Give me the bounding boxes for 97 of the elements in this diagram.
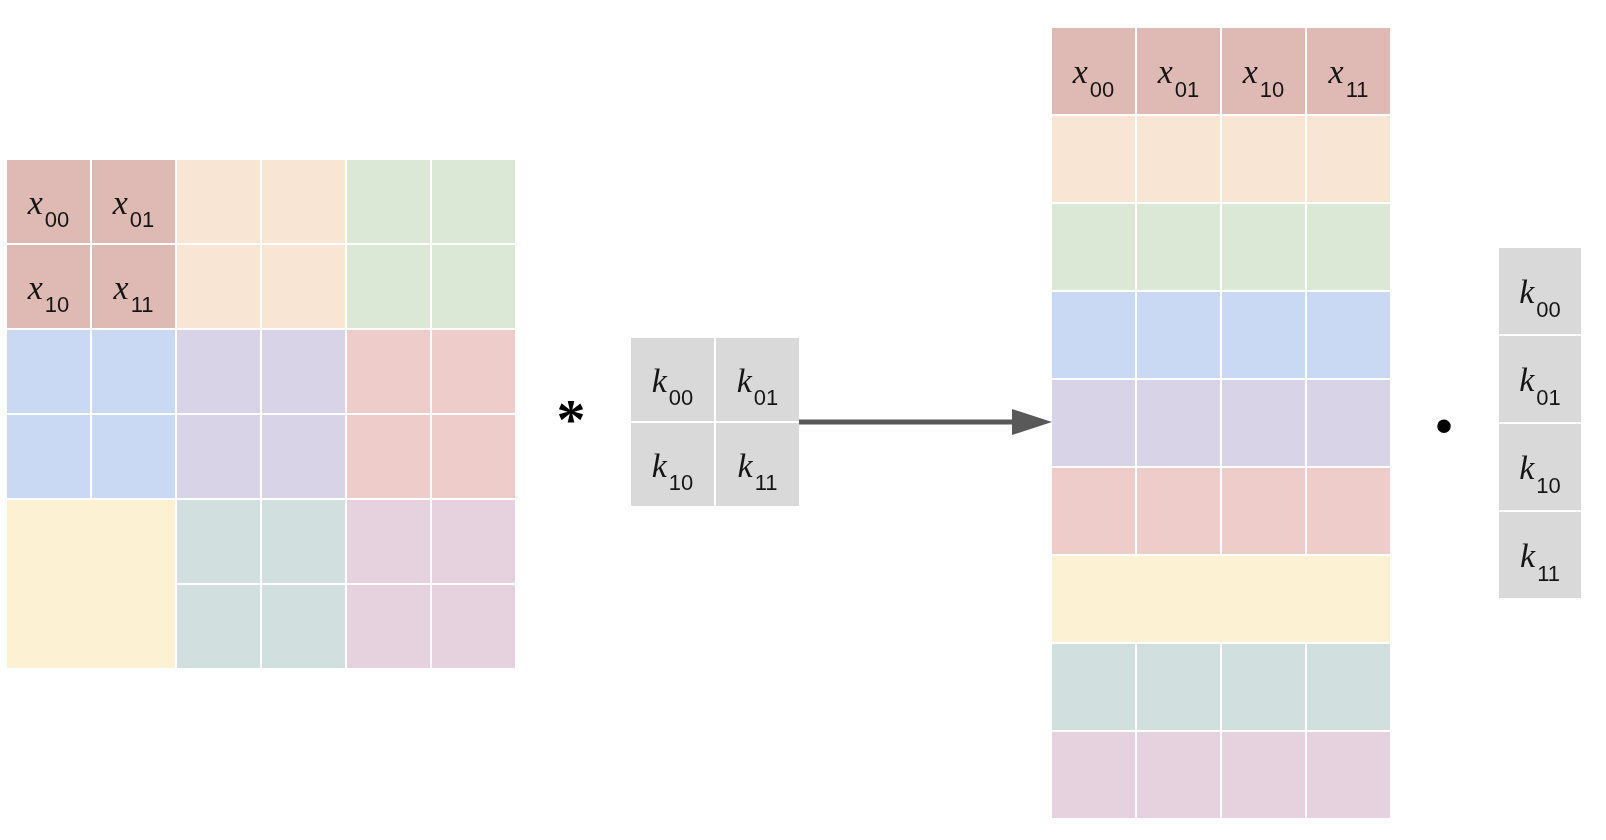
grid-cell (177, 245, 260, 328)
grid-cell (1137, 116, 1220, 202)
grid-cell (92, 415, 175, 498)
variable-label: k$_{00}$ (1519, 275, 1561, 319)
kernel-cell (1499, 248, 1581, 334)
grid-cell (1222, 468, 1305, 554)
grid-cell (1307, 292, 1390, 378)
variable-label: k$_{01}$ (736, 363, 779, 408)
variable-label: k$_{10}$ (651, 448, 694, 493)
kernel-vector (1499, 248, 1581, 598)
grid-cell (1307, 204, 1390, 290)
grid-cell (1137, 28, 1220, 114)
variable-label: k$_{11}$ (737, 448, 778, 493)
grid-cell (177, 500, 260, 583)
operator-symbol: * (555, 396, 587, 426)
grid-cell (1052, 732, 1135, 818)
grid-cell (92, 245, 175, 328)
kernel-matrix (631, 338, 799, 506)
grid-cell (432, 245, 515, 328)
grid-cell (1052, 292, 1135, 378)
grid-cell (262, 245, 345, 328)
grid-cell (1137, 204, 1220, 290)
grid-cell (7, 245, 90, 328)
grid-cell (1222, 204, 1305, 290)
grid-cell (1222, 292, 1305, 378)
variable-label: x$_{11}$ (113, 270, 154, 315)
variable-label: x$_{10}$ (27, 270, 70, 315)
grid-cell (7, 415, 90, 498)
grid-cell (347, 415, 430, 498)
grid-cell (177, 415, 260, 498)
grid-cell (1307, 116, 1390, 202)
grid-cell (347, 160, 430, 243)
grid-cell (1222, 28, 1305, 114)
grid-cell (262, 415, 345, 498)
variable-label: x$_{00}$ (27, 185, 70, 230)
grid-cell (262, 160, 345, 243)
variable-label: x$_{01}$ (1157, 55, 1200, 99)
grid-cell (1307, 468, 1390, 554)
grid-cell (1307, 28, 1390, 114)
grid-cell (1222, 380, 1305, 466)
grid-cell (177, 585, 260, 668)
grid-cell (7, 160, 90, 243)
grid-cell (1137, 380, 1220, 466)
grid-cell (1307, 380, 1390, 466)
kernel-cell (1499, 424, 1581, 510)
grid-cell (177, 160, 260, 243)
grid-band (1052, 556, 1390, 642)
grid-cell (1052, 468, 1135, 554)
grid-cell (1052, 644, 1135, 730)
variable-label: k$_{11}$ (1520, 539, 1560, 583)
variable-label: x$_{00}$ (1072, 55, 1115, 99)
variable-label: k$_{10}$ (1519, 451, 1561, 495)
grid-cell (1222, 732, 1305, 818)
grid-cell (347, 330, 430, 413)
grid-cell (1137, 644, 1220, 730)
arrow (799, 409, 1052, 435)
grid-cell (262, 585, 345, 668)
grid-cell (432, 415, 515, 498)
kernel-cell (631, 423, 714, 506)
variable-label: k$_{01}$ (1519, 363, 1561, 407)
grid-cell (1052, 116, 1135, 202)
grid-cell (177, 330, 260, 413)
grid-cell (1052, 204, 1135, 290)
variable-label: x$_{10}$ (1242, 55, 1285, 99)
grid-cell (1307, 644, 1390, 730)
grid-cell (1222, 644, 1305, 730)
variable-label: x$_{01}$ (112, 185, 155, 230)
grid-cell (7, 330, 90, 413)
kernel-cell (631, 338, 714, 421)
grid-cell (1137, 292, 1220, 378)
grid-cell (262, 330, 345, 413)
kernel-cell (716, 338, 799, 421)
kernel-cell (1499, 336, 1581, 422)
grid-cell (432, 330, 515, 413)
grid-cell (432, 500, 515, 583)
grid-cell (1222, 116, 1305, 202)
grid-cell (347, 585, 430, 668)
kernel-cell (716, 423, 799, 506)
grid-cell (347, 245, 430, 328)
grid-cell (1052, 380, 1135, 466)
grid-block (7, 500, 175, 668)
column-matrix (1052, 28, 1390, 818)
grid-cell (1052, 28, 1135, 114)
grid-cell (262, 500, 345, 583)
kernel-cell (1499, 512, 1581, 598)
variable-label: k$_{00}$ (651, 363, 694, 408)
grid-cell (432, 160, 515, 243)
grid-cell (347, 500, 430, 583)
operator-symbol: • (1436, 419, 1452, 435)
grid-cell (92, 160, 175, 243)
input-matrix (7, 160, 515, 668)
variable-label: x$_{11}$ (1328, 55, 1369, 99)
grid-cell (1137, 468, 1220, 554)
grid-cell (92, 330, 175, 413)
grid-cell (1137, 732, 1220, 818)
grid-cell (1307, 732, 1390, 818)
grid-cell (432, 585, 515, 668)
